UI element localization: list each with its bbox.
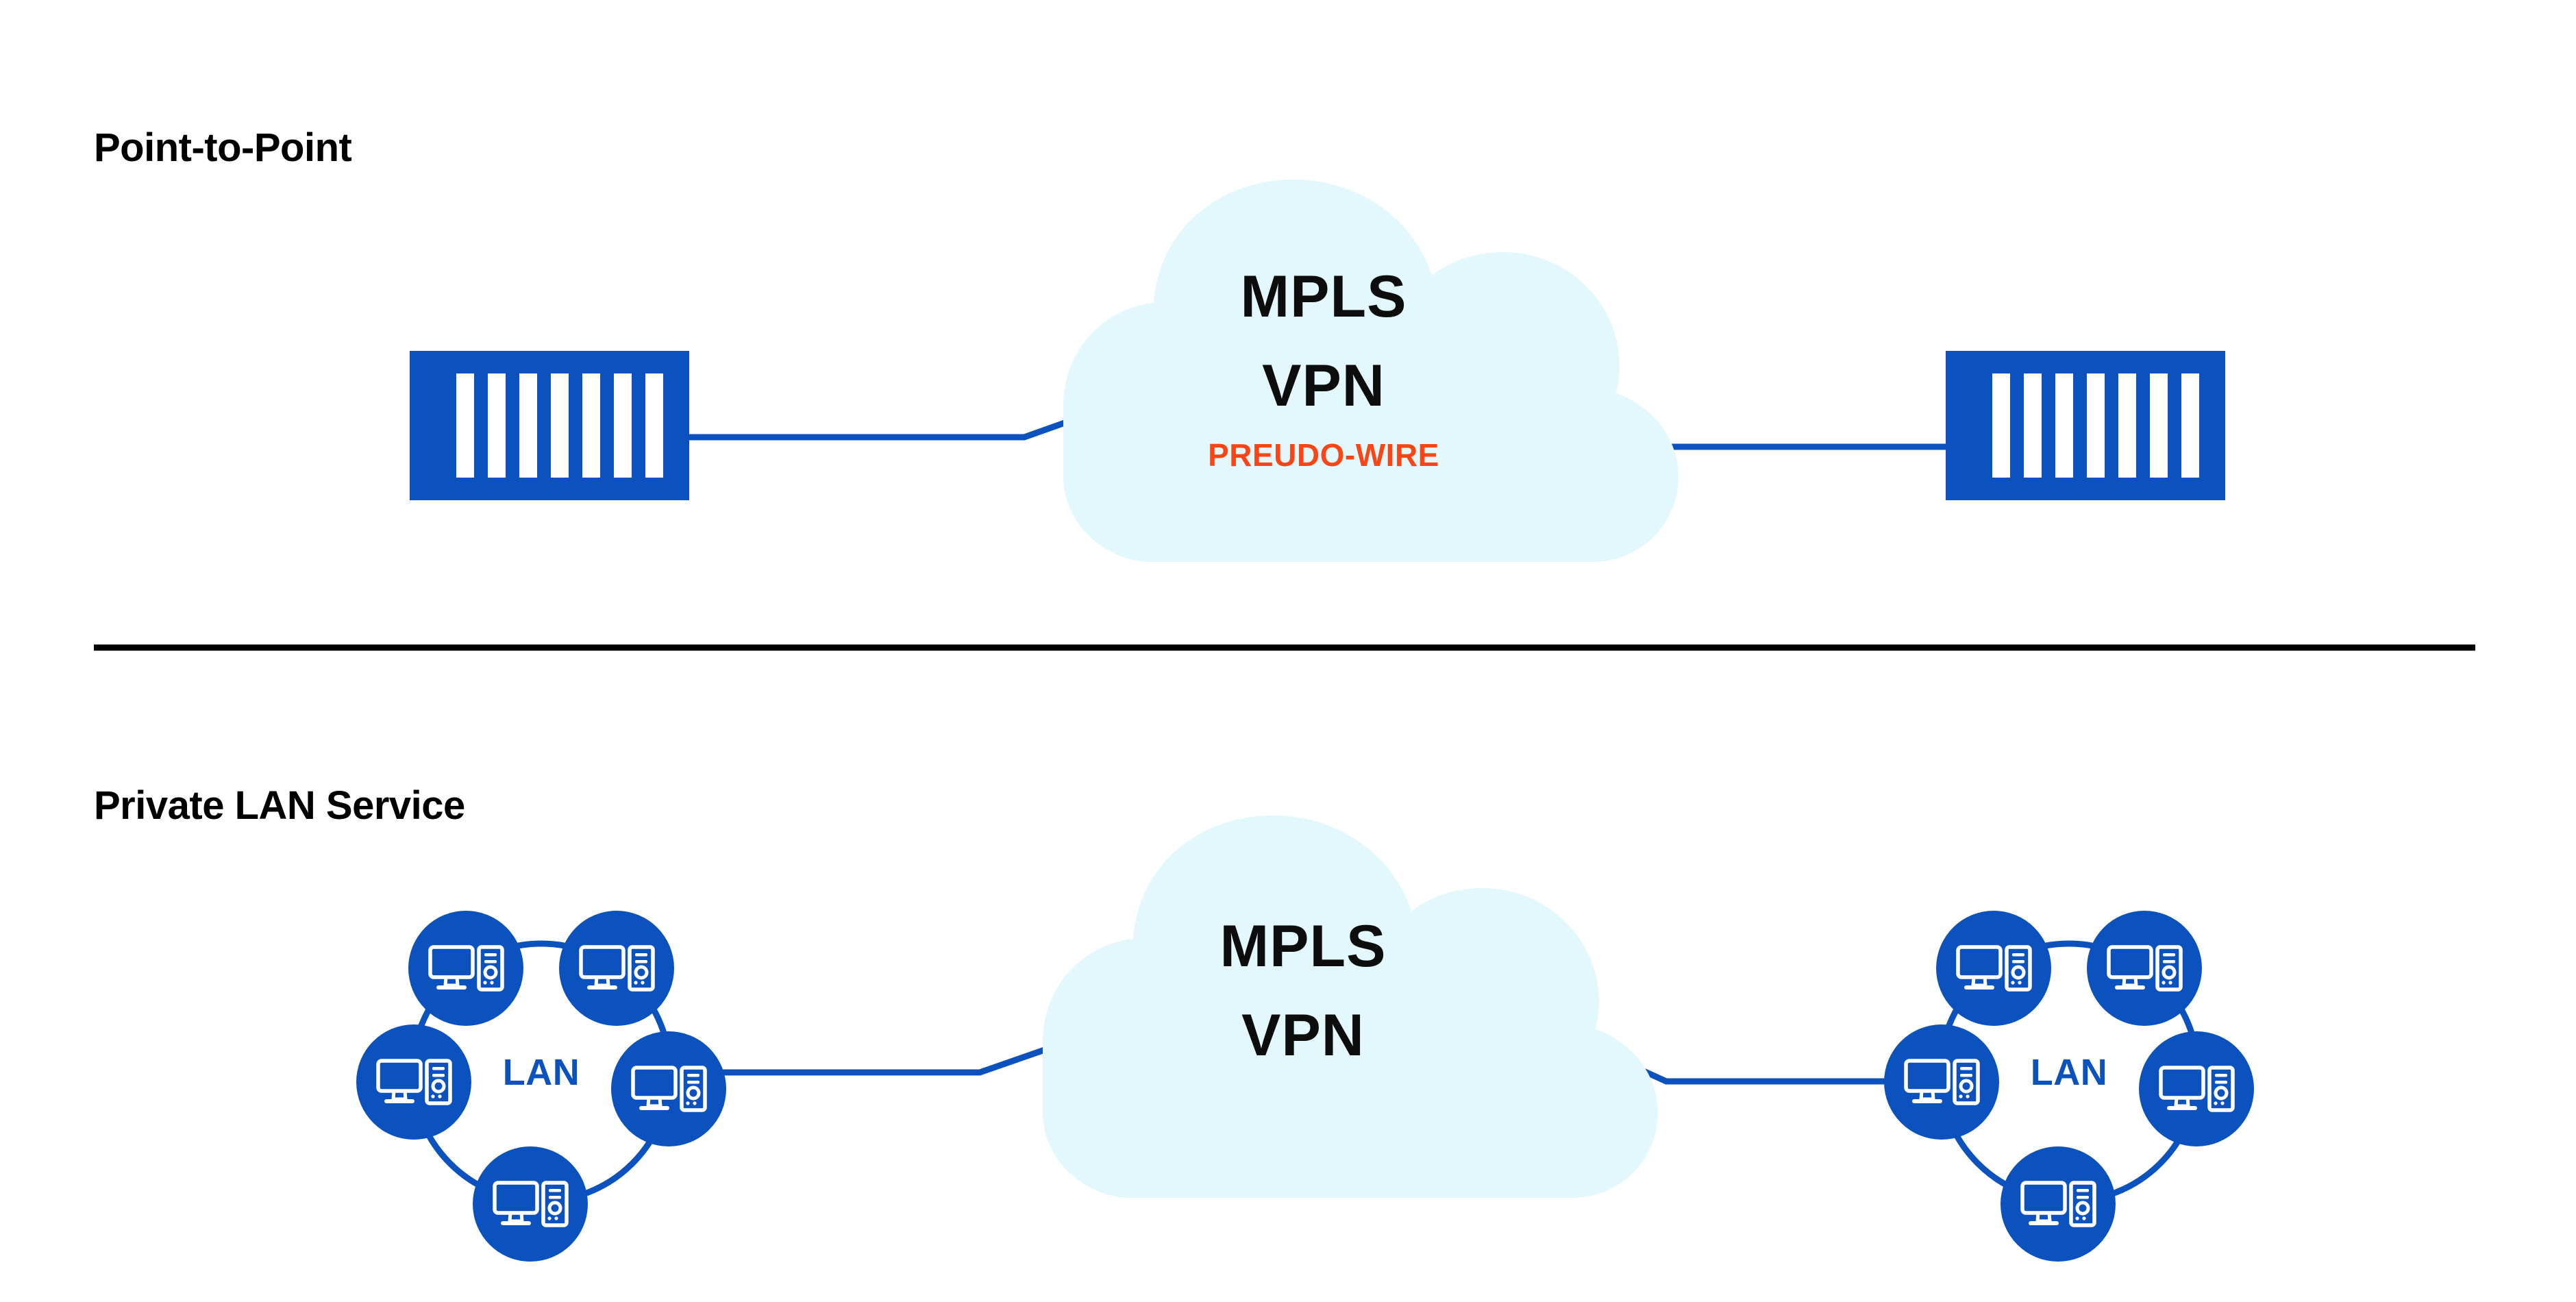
mpls-vpn-cloud-top: MPLS VPN PREUDO-WIRE <box>1063 180 1679 562</box>
cloud-title-line-2: VPN <box>1262 353 1385 419</box>
lan-ring-label-right: LAN <box>2031 1052 2107 1093</box>
network-switch-icon-left[interactable] <box>410 351 689 500</box>
lan-node-5[interactable] <box>473 1146 588 1262</box>
lan-node-5[interactable] <box>2001 1146 2116 1262</box>
lan-node-1[interactable] <box>1936 911 2051 1026</box>
link-left-switch-to-cloud <box>689 401 1118 441</box>
cloud-title-line-1: MPLS <box>1241 264 1407 330</box>
cloud-title-line-2: VPN <box>1241 1003 1365 1068</box>
section-title-private-lan-service: Private LAN Service <box>94 783 465 828</box>
lan-node-2[interactable] <box>2087 911 2202 1026</box>
mpls-vpn-cloud-bottom: MPLS VPN <box>1043 815 1658 1198</box>
network-switch-icon-right[interactable] <box>1946 351 2225 500</box>
lan-node-3[interactable] <box>356 1024 471 1140</box>
lan-node-1[interactable] <box>408 911 523 1026</box>
lan-node-3[interactable] <box>1884 1024 1999 1140</box>
lan-ring-left: LAN <box>356 911 726 1262</box>
link-left-lan-to-cloud <box>685 1037 1074 1076</box>
lan-ring-right: LAN <box>1884 911 2254 1262</box>
lan-node-4[interactable] <box>611 1031 726 1146</box>
section-title-point-to-point: Point-to-Point <box>94 125 352 170</box>
lan-node-4[interactable] <box>2139 1031 2254 1146</box>
lan-node-2[interactable] <box>559 911 674 1026</box>
lan-ring-label-left: LAN <box>503 1052 580 1093</box>
cloud-subtitle-pseudowire: PREUDO-WIRE <box>1208 437 1439 473</box>
cloud-title-line-1: MPLS <box>1220 913 1387 979</box>
